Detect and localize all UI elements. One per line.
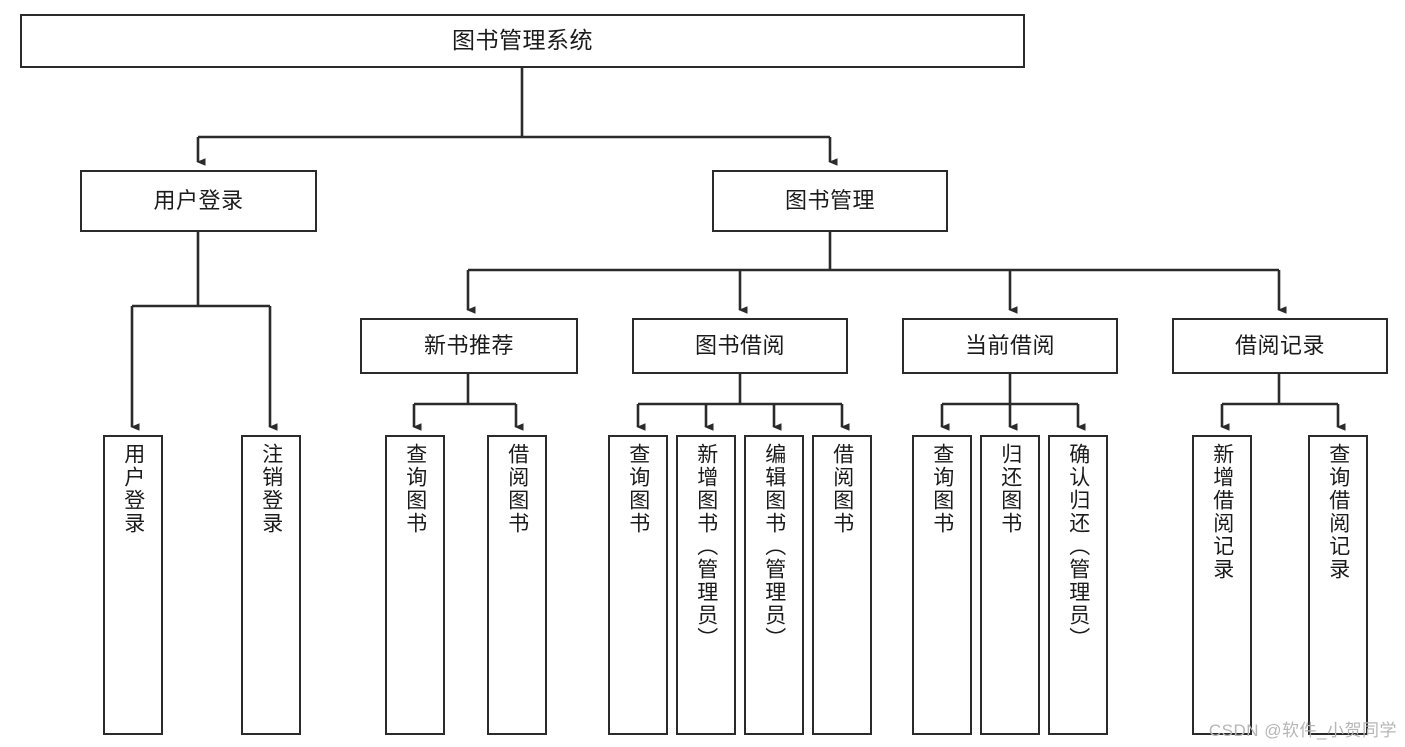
leaf-user-login-login[interactable]: 用户登录 xyxy=(103,435,163,735)
node-label: 编辑图书（管理员） xyxy=(762,443,786,650)
leaf-borrow-edit-book-admin[interactable]: 编辑图书（管理员） xyxy=(744,435,804,735)
node-label: 借阅图书 xyxy=(830,443,854,535)
node-label: 查询借阅记录 xyxy=(1326,443,1350,581)
leaf-records-add-record[interactable]: 新增借阅记录 xyxy=(1192,435,1252,735)
node-label: 借阅图书 xyxy=(505,443,529,535)
leaf-borrow-borrow-book[interactable]: 借阅图书 xyxy=(812,435,872,735)
leaf-new-books-query[interactable]: 查询图书 xyxy=(385,435,445,735)
leaf-new-books-borrow[interactable]: 借阅图书 xyxy=(487,435,547,735)
node-label: 新书推荐 xyxy=(423,333,514,359)
node-label: 查询图书 xyxy=(403,443,427,535)
node-root-system[interactable]: 图书管理系统 xyxy=(20,14,1025,68)
node-book-borrowing[interactable]: 图书借阅 xyxy=(632,318,848,374)
node-label: 图书借阅 xyxy=(694,333,785,359)
node-current-borrowings[interactable]: 当前借阅 xyxy=(902,318,1118,374)
node-label: 图书管理系统 xyxy=(452,27,593,54)
node-borrowing-records[interactable]: 借阅记录 xyxy=(1172,318,1388,374)
node-label: 注销登录 xyxy=(259,443,283,535)
leaf-borrow-add-book-admin[interactable]: 新增图书（管理员） xyxy=(676,435,736,735)
leaf-current-confirm-return-admin[interactable]: 确认归还（管理员） xyxy=(1048,435,1108,735)
node-user-login[interactable]: 用户登录 xyxy=(80,170,317,232)
leaf-user-login-logout[interactable]: 注销登录 xyxy=(241,435,301,735)
node-label: 查询图书 xyxy=(626,443,650,535)
node-label: 用户登录 xyxy=(153,188,244,214)
node-label: 确认归还（管理员） xyxy=(1066,443,1090,650)
node-label: 新增借阅记录 xyxy=(1210,443,1234,581)
node-label: 归还图书 xyxy=(998,443,1022,535)
node-label: 借阅记录 xyxy=(1234,333,1325,359)
node-book-management[interactable]: 图书管理 xyxy=(712,170,948,232)
node-label: 查询图书 xyxy=(930,443,954,535)
node-label: 用户登录 xyxy=(121,443,145,535)
watermark: CSDN @软件_小贺同学 xyxy=(1208,721,1397,740)
leaf-current-return-book[interactable]: 归还图书 xyxy=(980,435,1040,735)
node-label: 当前借阅 xyxy=(964,333,1055,359)
leaf-records-query-record[interactable]: 查询借阅记录 xyxy=(1308,435,1368,735)
leaf-current-query-book[interactable]: 查询图书 xyxy=(912,435,972,735)
node-label: 新增图书（管理员） xyxy=(694,443,718,650)
node-label: 图书管理 xyxy=(784,188,875,214)
leaf-borrow-query-book[interactable]: 查询图书 xyxy=(608,435,668,735)
node-new-book-recommendation[interactable]: 新书推荐 xyxy=(360,318,578,374)
